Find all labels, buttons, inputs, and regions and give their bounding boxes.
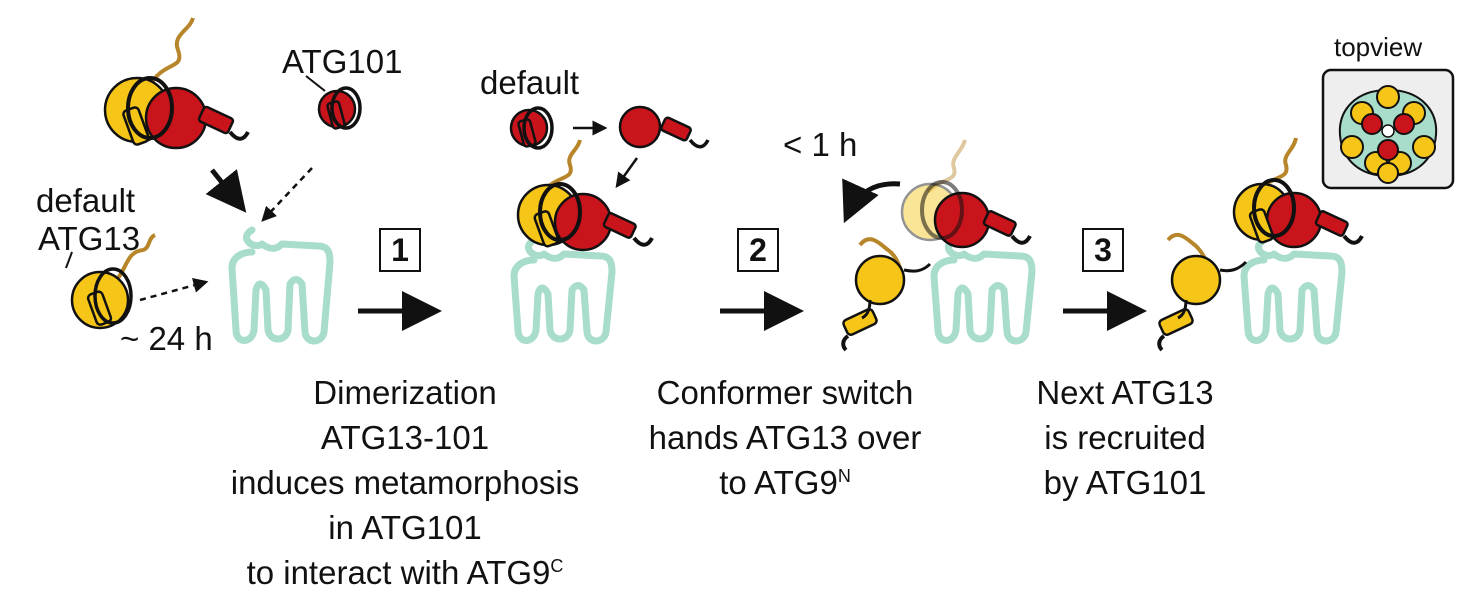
- caption-step-1-line-3: induces metamorphosis: [230, 464, 580, 501]
- recruited-next-atg13-complex: [1157, 137, 1364, 352]
- caption-step-1-line-4: in ATG101: [328, 509, 482, 546]
- dimer-complex-on-atg9: [516, 139, 654, 252]
- step-number-2: 2: [737, 228, 779, 272]
- handed-over-complex: [841, 139, 1032, 352]
- caption-step-3: Next ATG13 is recruited by ATG101: [1010, 370, 1240, 505]
- dashed-arrow-atg101: [261, 167, 313, 222]
- caption-step-2-line-3: to ATG9N: [719, 464, 851, 501]
- atg9-fold-3: [930, 236, 1036, 345]
- atg101-monomer: [305, 75, 362, 130]
- label-topview: topview: [1334, 32, 1423, 62]
- caption-step-1-line-2: ATG13-101: [320, 419, 490, 456]
- superscript-n: N: [837, 466, 851, 486]
- label-atg13: ATG13: [38, 220, 141, 257]
- caption-step-3-line-1: Next ATG13: [1036, 374, 1214, 411]
- topview-inset: [1321, 68, 1455, 190]
- arrow-dimer-to-atg9: [205, 168, 247, 213]
- label-atg101: ATG101: [282, 43, 403, 80]
- label-default-top: default: [480, 64, 580, 101]
- label-24h: ~ 24 h: [120, 320, 213, 357]
- caption-step-1-line-5: to interact with ATG9C: [246, 554, 564, 591]
- step-number-3: 3: [1082, 228, 1124, 272]
- atg9-fold-1: [228, 226, 334, 345]
- step-number-1: 1: [379, 228, 421, 272]
- atg9-fold-2: [510, 236, 616, 345]
- caption-step-2-line-2: hands ATG13 over: [648, 419, 922, 456]
- caption-step-2: Conformer switch hands ATG13 over to ATG…: [618, 370, 952, 505]
- atg101-default-conversion: [509, 105, 710, 189]
- caption-step-1-line-1: Dimerization: [313, 374, 497, 411]
- superscript-c: C: [550, 556, 564, 576]
- dimer-complex-top-left: [103, 17, 250, 150]
- dashed-arrow-atg13: [139, 278, 209, 302]
- atg9-fold-4: [1240, 236, 1346, 345]
- arrow-1h-curved: [842, 178, 901, 224]
- label-1h: < 1 h: [783, 126, 858, 163]
- caption-step-3-line-3: by ATG101: [1043, 464, 1207, 501]
- atg13-tail: [148, 17, 195, 87]
- caption-step-2-line-1: Conformer switch: [656, 374, 914, 411]
- caption-step-3-line-2: is recruited: [1044, 419, 1206, 456]
- label-default-left: default: [36, 182, 136, 219]
- safety-belt-loop: [126, 76, 174, 140]
- caption-step-1: Dimerization ATG13-101 induces metamorph…: [196, 370, 614, 595]
- atg101-helix: [197, 105, 235, 135]
- default-atg13: [65, 233, 157, 330]
